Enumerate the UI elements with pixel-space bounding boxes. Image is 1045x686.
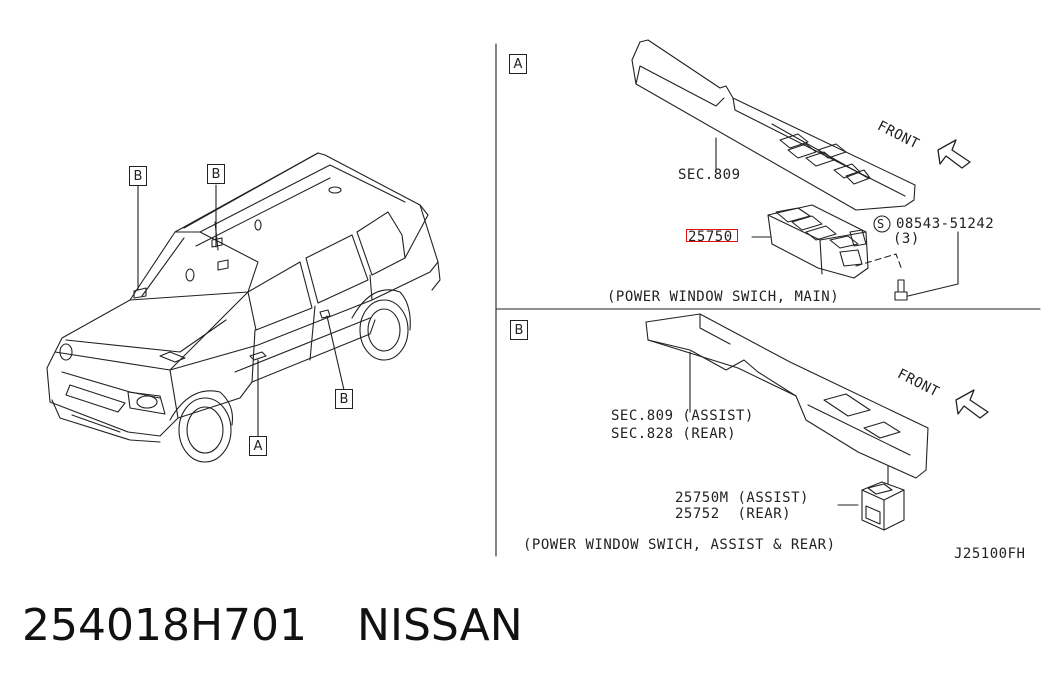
vehicle-illustration bbox=[46, 152, 441, 463]
section-a-illustration bbox=[631, 39, 971, 301]
footer-part-number: 254018H701 bbox=[22, 600, 308, 651]
section-b-part-assist: 25750M (ASSIST) bbox=[675, 490, 809, 506]
parts-diagram bbox=[46, 39, 1041, 557]
footer: 254018H701 NISSAN bbox=[22, 600, 573, 651]
part-number-highlight bbox=[686, 229, 738, 242]
diagram-code: J25100FH bbox=[954, 546, 1026, 562]
footer-brand: NISSAN bbox=[357, 600, 523, 651]
section-a-sec-ref: SEC.809 bbox=[678, 167, 741, 183]
callout-b-rear-door: B bbox=[335, 389, 353, 409]
section-b-illustration bbox=[645, 313, 989, 531]
callout-b-roof-rear: B bbox=[207, 164, 225, 184]
section-b-part-rear: 25752 (REAR) bbox=[675, 506, 792, 522]
section-a-caption: (POWER WINDOW SWICH, MAIN) bbox=[607, 289, 840, 305]
screw-quantity: (3) bbox=[893, 231, 920, 247]
screw-symbol: S bbox=[877, 217, 885, 231]
callout-b-roof-front: B bbox=[129, 166, 147, 186]
callout-a-front-door: A bbox=[249, 436, 267, 456]
screw-part-number: 08543-51242 bbox=[896, 216, 995, 232]
section-b-sec-ref-assist: SEC.809 (ASSIST) bbox=[611, 408, 754, 424]
section-b-caption: (POWER WINDOW SWICH, ASSIST & REAR) bbox=[523, 537, 836, 553]
section-b-sec-ref-rear: SEC.828 (REAR) bbox=[611, 426, 737, 442]
section-b-label: B bbox=[510, 320, 528, 340]
section-a-label: A bbox=[509, 54, 527, 74]
